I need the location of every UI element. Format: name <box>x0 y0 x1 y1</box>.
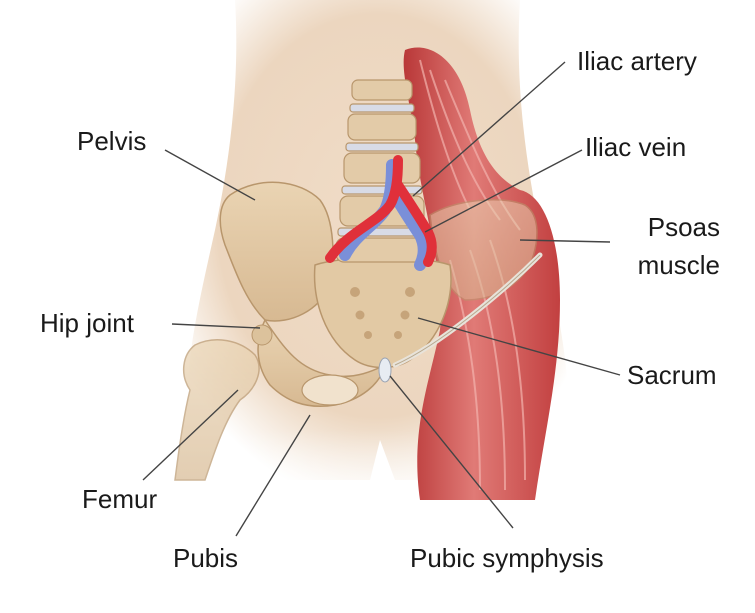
leader-hip-joint <box>171 323 261 329</box>
leader-lines <box>142 61 621 537</box>
leader-pelvis <box>164 149 256 201</box>
label-pubic-symphysis: Pubic symphysis <box>410 543 604 573</box>
leader-psoas <box>519 239 611 243</box>
label-psoas-line1: Psoas <box>647 212 720 242</box>
leader-iliac-vein <box>424 149 583 233</box>
leader-pubis <box>235 414 311 537</box>
leader-pubic-symphysis <box>389 375 514 529</box>
pelvis-left-wing <box>219 181 334 322</box>
label-hip-joint: Hip joint <box>40 308 134 338</box>
iliac-artery-shape <box>325 155 437 267</box>
label-iliac-vein: Iliac vein <box>585 132 687 162</box>
label-psoas-line2: muscle <box>637 250 720 280</box>
label-iliac-artery: Iliac artery <box>577 46 697 76</box>
label-sacrum: Sacrum <box>627 360 717 390</box>
leader-iliac-artery <box>412 61 566 197</box>
label-pelvis: Pelvis <box>77 126 147 156</box>
leader-sacrum <box>417 317 621 376</box>
label-femur: Femur <box>82 484 158 514</box>
leader-femur <box>142 389 239 481</box>
pubic-symphysis-shape <box>378 357 392 383</box>
label-pubis: Pubis <box>173 543 239 573</box>
